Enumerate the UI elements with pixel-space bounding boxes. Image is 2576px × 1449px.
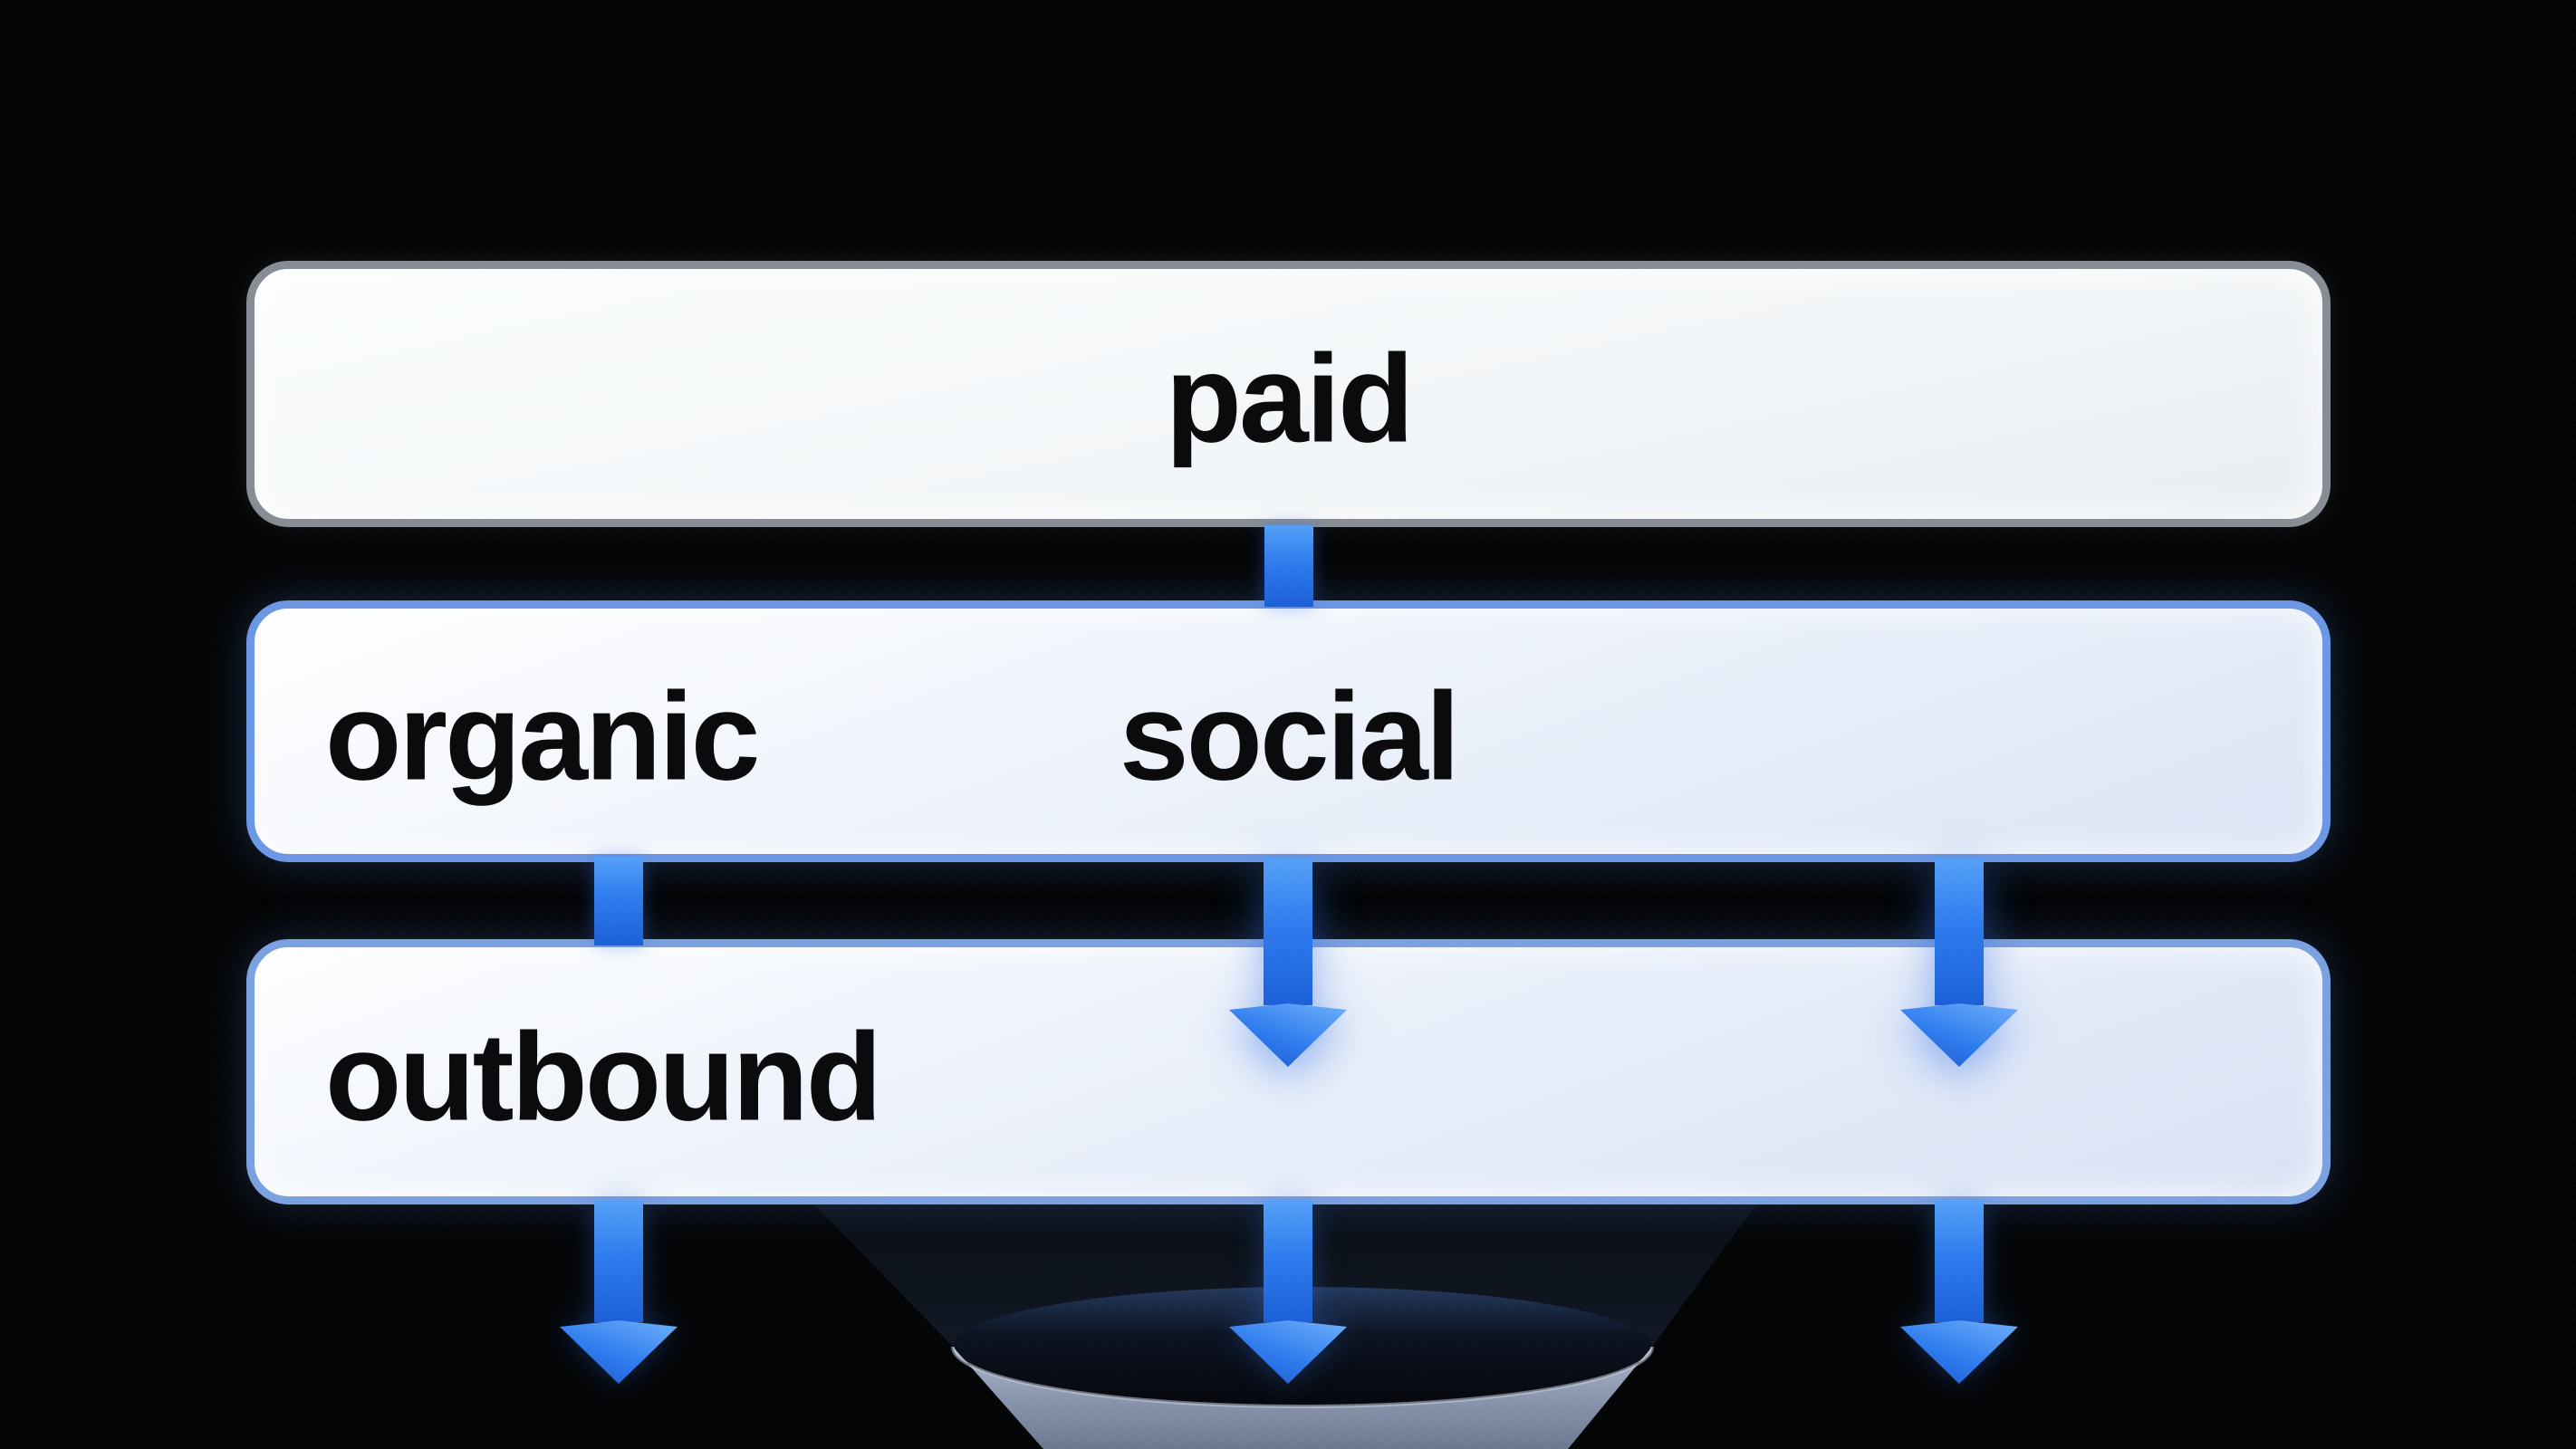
down-arrow-shaft (1935, 859, 1984, 1005)
connector-paid-to-channels (1264, 525, 1313, 607)
node-channels: organic social (246, 600, 2331, 862)
connector-organic-to-outbound (594, 857, 643, 945)
down-arrow-out-right (1900, 1201, 2018, 1384)
down-arrow-shaft (1264, 1201, 1312, 1322)
funnel-rim-highlight (951, 1346, 1654, 1408)
down-arrow-head (560, 1320, 678, 1384)
down-arrow-out-center (1229, 1201, 1347, 1384)
down-arrow-head (1900, 1320, 2018, 1384)
down-arrow-head (1229, 1320, 1347, 1384)
down-arrow-head (1229, 1003, 1347, 1067)
node-organic-label: organic (325, 667, 760, 807)
node-social-label: social (1119, 667, 1460, 807)
node-paid-label: paid (1165, 329, 1415, 469)
down-arrow-social-to-outbound (1229, 859, 1347, 1067)
down-arrow-head (1900, 1003, 2018, 1067)
down-arrow-out-left (560, 1201, 678, 1384)
down-arrow-shaft (594, 1201, 643, 1322)
funnel-wall (953, 1347, 1652, 1449)
node-paid: paid (246, 261, 2331, 527)
down-arrow-shaft (1264, 859, 1312, 1005)
down-arrow-shaft (1935, 1201, 1984, 1322)
down-arrow-right-to-outbound (1900, 859, 2018, 1067)
node-outbound-label: outbound (325, 1007, 882, 1147)
